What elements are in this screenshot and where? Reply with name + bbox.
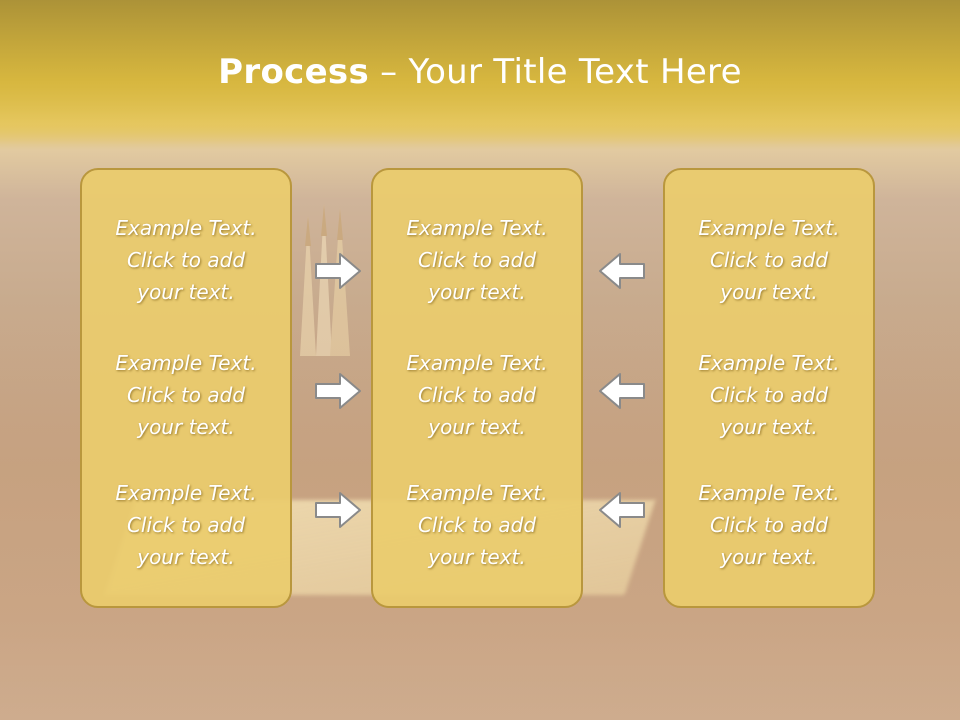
- text-line: Click to add: [126, 383, 246, 407]
- text-placeholder[interactable]: Example Text. Click to add your text.: [665, 477, 873, 573]
- text-line: Example Text.: [406, 351, 548, 375]
- text-line: Example Text.: [698, 216, 840, 240]
- text-placeholder[interactable]: Example Text. Click to add your text.: [665, 212, 873, 308]
- text-placeholder[interactable]: Example Text. Click to add your text.: [373, 477, 581, 573]
- text-line: Click to add: [417, 248, 537, 272]
- text-line: Click to add: [417, 383, 537, 407]
- text-placeholder[interactable]: Example Text. Click to add your text.: [82, 347, 290, 443]
- title-bold-word: Process: [218, 52, 370, 92]
- text-line: your text.: [137, 415, 235, 439]
- text-placeholder[interactable]: Example Text. Click to add your text.: [373, 212, 581, 308]
- process-column-left[interactable]: Example Text. Click to add your text. Ex…: [80, 168, 292, 608]
- text-placeholder[interactable]: Example Text. Click to add your text.: [373, 347, 581, 443]
- arrow-left-icon[interactable]: [598, 372, 646, 410]
- slide-title[interactable]: Process – Your Title Text Here: [0, 52, 960, 92]
- text-line: Example Text.: [698, 481, 840, 505]
- arrow-left-icon[interactable]: [598, 491, 646, 529]
- text-line: Click to add: [126, 248, 246, 272]
- text-placeholder[interactable]: Example Text. Click to add your text.: [82, 212, 290, 308]
- text-line: Click to add: [709, 248, 829, 272]
- text-line: Example Text.: [115, 481, 257, 505]
- text-line: your text.: [137, 545, 235, 569]
- process-column-right[interactable]: Example Text. Click to add your text. Ex…: [663, 168, 875, 608]
- arrow-right-icon[interactable]: [314, 491, 362, 529]
- text-placeholder[interactable]: Example Text. Click to add your text.: [665, 347, 873, 443]
- arrow-right-icon[interactable]: [314, 252, 362, 290]
- text-placeholder[interactable]: Example Text. Click to add your text.: [82, 477, 290, 573]
- title-rest-text: – Your Title Text Here: [369, 52, 742, 92]
- text-line: Click to add: [417, 513, 537, 537]
- text-line: your text.: [720, 545, 818, 569]
- arrow-left-icon[interactable]: [598, 252, 646, 290]
- text-line: your text.: [428, 415, 526, 439]
- text-line: your text.: [137, 280, 235, 304]
- text-line: Click to add: [709, 383, 829, 407]
- text-line: your text.: [720, 415, 818, 439]
- text-line: Example Text.: [698, 351, 840, 375]
- process-column-center[interactable]: Example Text. Click to add your text. Ex…: [371, 168, 583, 608]
- text-line: Click to add: [709, 513, 829, 537]
- text-line: your text.: [428, 545, 526, 569]
- text-line: your text.: [720, 280, 818, 304]
- arrow-right-icon[interactable]: [314, 372, 362, 410]
- text-line: Example Text.: [406, 481, 548, 505]
- text-line: Example Text.: [115, 351, 257, 375]
- text-line: Example Text.: [115, 216, 257, 240]
- text-line: Example Text.: [406, 216, 548, 240]
- text-line: Click to add: [126, 513, 246, 537]
- text-line: your text.: [428, 280, 526, 304]
